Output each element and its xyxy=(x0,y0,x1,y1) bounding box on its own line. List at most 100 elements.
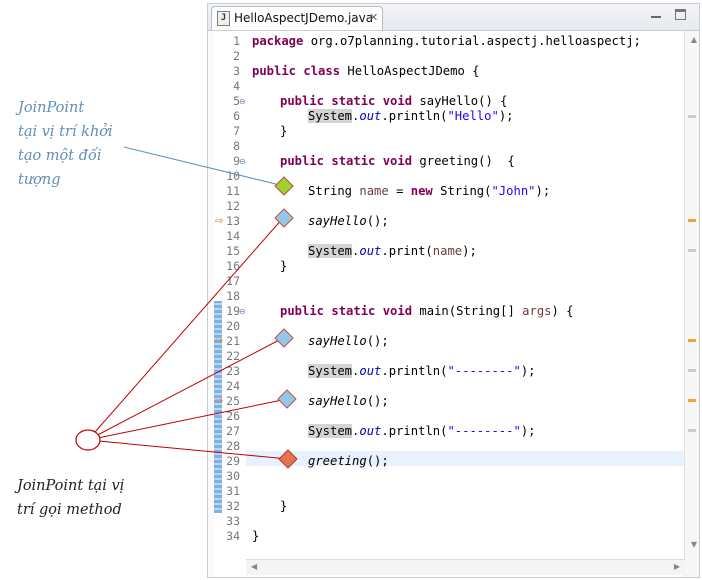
line-number: 7 xyxy=(233,124,240,138)
line-number: 31 xyxy=(226,484,240,498)
overview-mark[interactable] xyxy=(688,369,696,372)
system-class: System xyxy=(308,424,353,438)
current-line-highlight xyxy=(246,451,685,466)
code-text: = xyxy=(388,184,411,198)
field-out: out xyxy=(359,244,382,258)
keyword: package xyxy=(252,34,304,48)
line-number: 14 xyxy=(226,229,240,243)
maximize-icon[interactable] xyxy=(675,9,686,20)
code-text: . xyxy=(352,424,360,438)
code-text: ) { xyxy=(551,304,574,318)
code-line-6: System.out.println("Hello"); xyxy=(308,109,514,124)
method-call: sayHello xyxy=(308,334,367,348)
code-line-25: sayHello(); xyxy=(308,394,389,409)
code-line-5: public static void sayHello() { xyxy=(280,94,507,109)
code-text: main(String[] xyxy=(412,304,523,318)
code-text: . xyxy=(352,364,360,378)
code-text: . xyxy=(352,244,360,258)
method-call: sayHello xyxy=(308,214,367,228)
string-literal: "--------" xyxy=(447,364,521,378)
line-number: 1 xyxy=(233,34,240,48)
advice-arrow-icon[interactable]: ⇨ xyxy=(215,216,224,227)
system-class: System xyxy=(308,244,353,258)
line-number: 17 xyxy=(226,274,240,288)
code-text: ); xyxy=(520,364,536,378)
overview-mark[interactable] xyxy=(688,115,696,118)
code-line-3: public class HelloAspectJDemo { xyxy=(252,64,479,79)
string-literal: "John" xyxy=(491,184,536,198)
code-line-9: public static void greeting() { xyxy=(280,154,515,169)
fold-minus-icon[interactable]: ⊖ xyxy=(239,157,246,166)
line-number: 29 xyxy=(226,454,240,468)
annotation-object-creation: JoinPoint tại vị trí khởi tạo một đối tư… xyxy=(18,96,148,192)
fold-minus-icon[interactable]: ⊖ xyxy=(239,307,246,316)
line-number: 8 xyxy=(233,139,240,153)
scroll-left-icon[interactable]: ◀ xyxy=(251,562,258,571)
fold-minus-icon[interactable]: ⊖ xyxy=(239,97,246,106)
horizontal-scrollbar[interactable]: ◀ ▶ xyxy=(246,559,685,575)
code-line-13: sayHello(); xyxy=(308,214,389,229)
line-number: 27 xyxy=(226,424,240,438)
code-text: . xyxy=(352,109,360,123)
field-out: out xyxy=(359,109,382,123)
line-number: 3 xyxy=(233,64,240,78)
annotation-line: JoinPoint xyxy=(18,100,85,116)
line-number: 26 xyxy=(226,409,240,423)
advice-arrow-icon[interactable]: ⇨ xyxy=(215,336,224,347)
code-text: (); xyxy=(366,334,389,348)
line-number: 18 xyxy=(226,289,240,303)
keyword: public class xyxy=(252,64,341,78)
code-line-16: } xyxy=(280,259,288,273)
code-text: (); xyxy=(366,214,389,228)
overview-mark[interactable] xyxy=(688,219,696,222)
field-out: out xyxy=(359,364,382,378)
code-area[interactable]: 1 2 3 4 5 6 7 8 9 10 11 12 13 14 15 16 1… xyxy=(208,31,699,577)
overview-ruler[interactable]: ▲ ▼ xyxy=(684,31,699,577)
code-text: ); xyxy=(520,424,536,438)
code-text: .println( xyxy=(381,364,448,378)
keyword: public static void xyxy=(280,304,413,318)
java-editor-window: J HelloAspectJDemo.java ✕ 1 2 3 4 5 6 7 … xyxy=(207,3,700,578)
line-number: 30 xyxy=(226,469,240,483)
code-text: sayHello() { xyxy=(412,94,508,108)
annotation-line: tại vị trí khởi xyxy=(18,124,113,140)
code-line-23: System.out.println("--------"); xyxy=(308,364,536,379)
annotation-line: tượng xyxy=(18,172,61,188)
minimize-icon[interactable] xyxy=(651,9,662,20)
advice-arrow-icon[interactable]: ⇨ xyxy=(215,396,224,407)
overview-mark[interactable] xyxy=(688,429,696,432)
code-line-11: String name = new String("John"); xyxy=(308,184,550,199)
line-number: 2 xyxy=(233,49,240,63)
close-icon[interactable]: ✕ xyxy=(369,11,379,24)
scroll-right-icon[interactable]: ▶ xyxy=(673,562,680,571)
code-text: .println( xyxy=(381,109,448,123)
annotation-line: tạo một đối xyxy=(18,148,102,164)
line-number: 20 xyxy=(226,319,240,333)
line-number: 12 xyxy=(226,199,240,213)
code-line-19: public static void main(String[] args) { xyxy=(280,304,574,319)
overview-mark[interactable] xyxy=(688,249,696,252)
scroll-up-icon[interactable]: ▲ xyxy=(690,35,697,44)
keyword: public static void xyxy=(280,154,413,168)
line-number: 23 xyxy=(226,364,240,378)
annotation-line: JoinPoint tại vị xyxy=(17,478,125,494)
tab-hello-aspectj-demo[interactable]: J HelloAspectJDemo.java ✕ xyxy=(211,6,383,30)
code-text: ); xyxy=(535,184,551,198)
overview-mark[interactable] xyxy=(688,399,696,402)
code-line-21: sayHello(); xyxy=(308,334,389,349)
string-literal: "Hello" xyxy=(447,109,499,123)
annotation-line: trí gọi method xyxy=(17,502,122,518)
line-number: 10 xyxy=(226,169,240,183)
line-number: 4 xyxy=(233,79,240,93)
code-line-1: package org.o7planning.tutorial.aspectj.… xyxy=(252,34,641,49)
line-number: 9 xyxy=(233,154,240,168)
code-text: .print( xyxy=(381,244,433,258)
code-text: String( xyxy=(432,184,492,198)
code-text: greeting() { xyxy=(412,154,515,168)
line-number: 11 xyxy=(226,184,240,198)
overview-mark[interactable] xyxy=(688,339,696,342)
scroll-down-icon[interactable]: ▼ xyxy=(690,540,697,549)
code-text: String xyxy=(308,184,360,198)
line-number: 28 xyxy=(226,439,240,453)
line-number: 6 xyxy=(233,109,240,123)
